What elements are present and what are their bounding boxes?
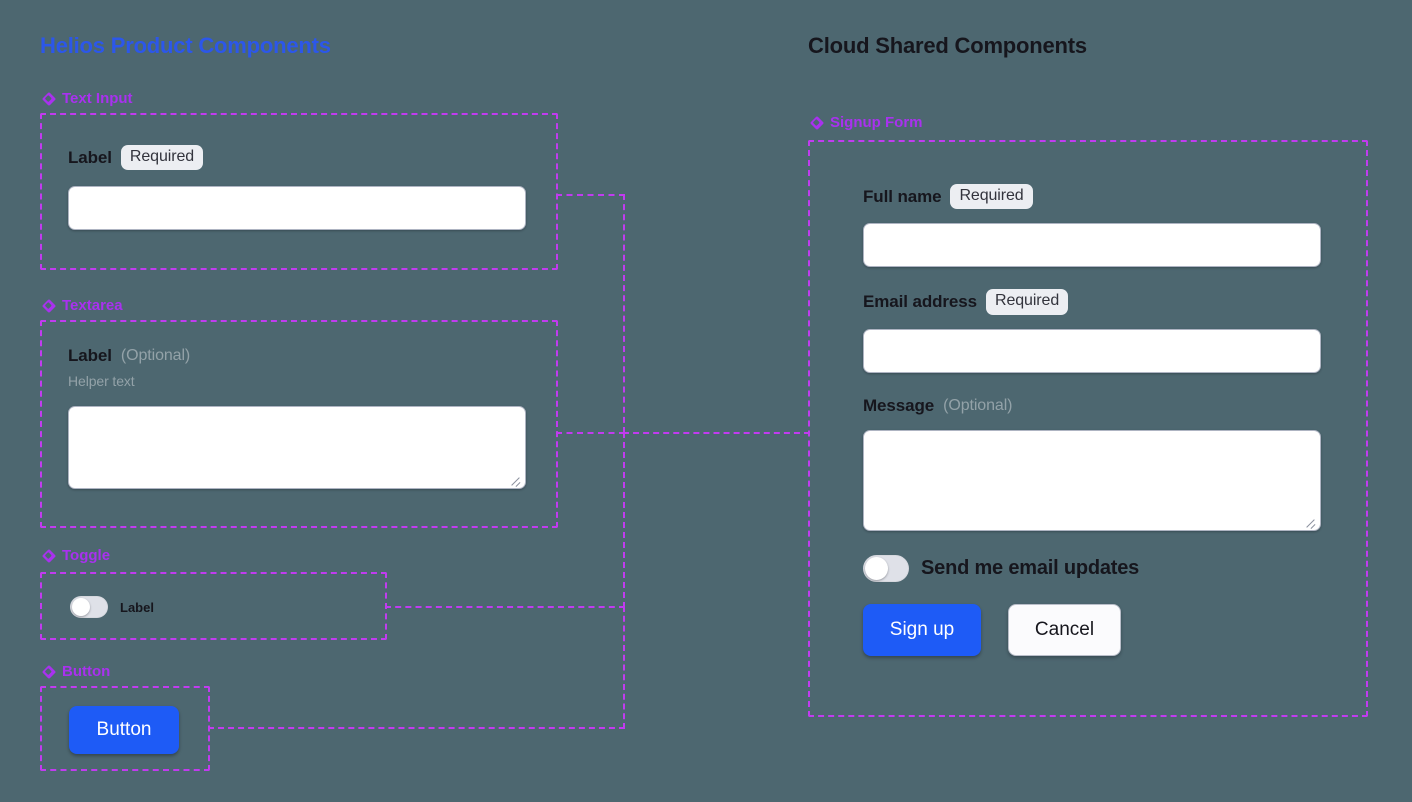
toggle-switch[interactable] [70, 596, 108, 618]
email-label: Email address [863, 292, 977, 312]
diamond-icon [42, 549, 55, 562]
connector-toggle-vertical [623, 432, 625, 608]
text-input-label-row: Label Required [68, 145, 530, 171]
email-updates-toggle[interactable] [863, 554, 909, 582]
component-box-textarea: Label (Optional) Helper text [40, 320, 558, 528]
section-heading-signup-form: Signup Form [810, 114, 923, 131]
toggle-knob [72, 598, 90, 616]
section-heading-label: Button [62, 663, 111, 680]
diamond-icon [42, 92, 55, 105]
connector-text-input-vertical [623, 194, 625, 433]
message-textarea[interactable] [863, 429, 1321, 531]
email-label-row: Email address Required [863, 289, 1321, 315]
component-box-text-input: Label Required [40, 113, 558, 270]
sign-up-button[interactable]: Sign up [863, 603, 981, 656]
section-heading-text-input: Text Input [42, 90, 133, 107]
component-box-toggle: Label [40, 572, 387, 640]
form-actions: Sign up Cancel [863, 603, 1321, 656]
connector-button-horizontal [208, 727, 625, 729]
text-input-field[interactable] [68, 186, 526, 231]
optional-tag: (Optional) [943, 396, 1013, 414]
full-name-input[interactable] [863, 223, 1321, 268]
email-updates-toggle-row: Send me email updates [863, 554, 1321, 582]
demo-button[interactable]: Button [69, 706, 179, 754]
toggle-label: Label [120, 599, 154, 615]
diamond-icon [42, 299, 55, 312]
textarea-field[interactable] [68, 406, 526, 489]
section-heading-label: Text Input [62, 90, 133, 107]
toggle-row: Label [70, 596, 154, 618]
required-badge: Required [950, 184, 1033, 210]
message-label: Message [863, 395, 935, 415]
textarea-helper-text: Helper text [68, 373, 135, 389]
toggle-knob [865, 556, 888, 580]
section-heading-toggle: Toggle [42, 547, 110, 564]
diamond-icon [810, 116, 823, 129]
cancel-button[interactable]: Cancel [1008, 603, 1121, 656]
section-heading-label: Textarea [62, 297, 123, 314]
textarea-label-row: Label (Optional) [68, 346, 530, 366]
connector-hub-to-signup [623, 432, 810, 434]
full-name-label-row: Full name Required [863, 184, 1321, 210]
text-input-label: Label [68, 147, 112, 167]
optional-tag: (Optional) [120, 347, 191, 364]
required-badge: Required [985, 289, 1069, 315]
connector-button-vertical [623, 606, 625, 729]
section-heading-label: Signup Form [830, 114, 923, 131]
diamond-icon [42, 665, 55, 678]
email-input[interactable] [863, 328, 1321, 373]
connector-toggle-horizontal [385, 606, 625, 608]
section-heading-label: Toggle [62, 547, 111, 564]
connector-textarea-horizontal [556, 432, 625, 434]
section-heading-button: Button [42, 663, 110, 680]
message-label-row: Message (Optional) [863, 396, 1321, 416]
right-column-title: Cloud Shared Components [808, 33, 1087, 58]
full-name-label: Full name [863, 186, 942, 206]
required-badge: Required [120, 145, 204, 171]
component-box-button: Button [40, 686, 210, 771]
email-updates-label: Send me email updates [921, 556, 1140, 579]
connector-text-input-horizontal [556, 194, 625, 196]
textarea-label: Label [68, 346, 112, 365]
component-box-signup-form: Full name Required Email address Require… [808, 140, 1368, 717]
section-heading-textarea: Textarea [42, 297, 123, 314]
left-column-title: Helios Product Components [40, 33, 331, 58]
